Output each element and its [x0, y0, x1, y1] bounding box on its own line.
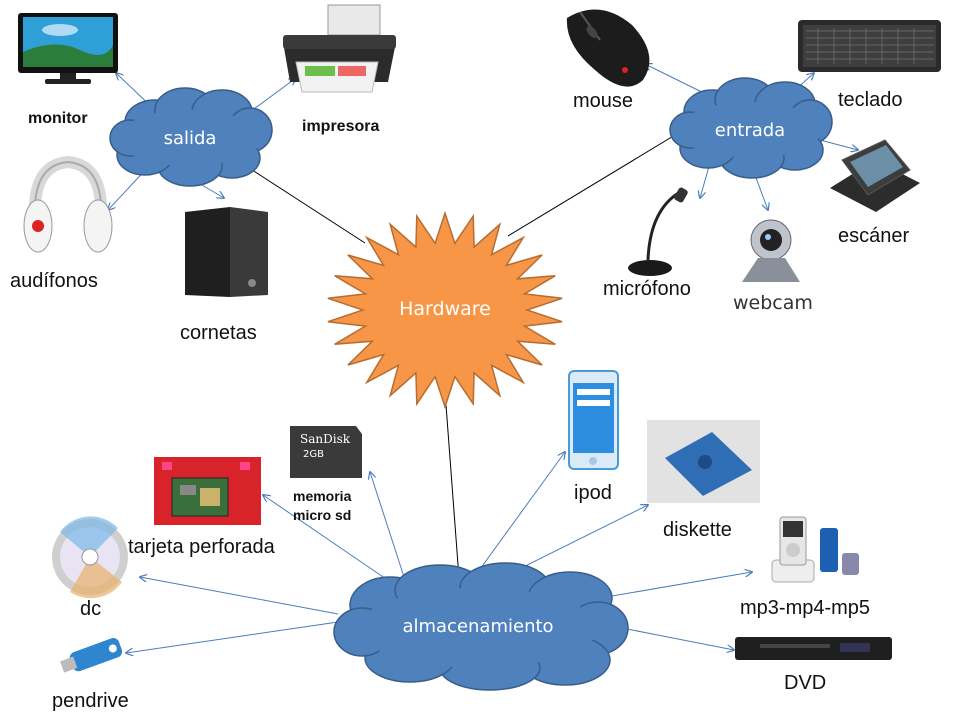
monitor-icon: [18, 13, 118, 84]
memoria-label-line1: memoria: [293, 488, 352, 504]
svg-text:2GB: 2GB: [303, 449, 324, 460]
microsd-icon: SanDisk 2GB: [290, 426, 362, 478]
diskette-label: diskette: [663, 519, 732, 541]
audifonos-label: audífonos: [10, 270, 98, 292]
mp3-player-icon: [771, 516, 859, 583]
arrow-hardware-salida: [246, 166, 366, 244]
punch-card-icon: [154, 457, 261, 525]
escaner-label: escáner: [838, 225, 910, 247]
arrow-almac-dc: [140, 577, 339, 615]
monitor-label: monitor: [28, 110, 88, 127]
microphone-icon: [628, 187, 688, 276]
diskette-icon: [647, 420, 760, 503]
headphones-icon: [23, 155, 113, 253]
webcam-label: webcam: [733, 292, 813, 314]
dvd-label: DVD: [784, 672, 827, 694]
arrow-entrada-microfono: [700, 162, 711, 198]
mouse-icon: [566, 9, 650, 87]
scanner-icon: [830, 139, 920, 212]
arrow-almac-mp3: [611, 572, 752, 597]
hardware-starburst: [327, 210, 563, 410]
speakers-icon: [185, 207, 268, 297]
mp3-label: mp3-mp4-mp5: [740, 597, 871, 619]
dc-label: dc: [80, 598, 102, 620]
usb-drive-icon: [60, 638, 123, 673]
impresora-label: impresora: [302, 118, 380, 135]
keyboard-icon: [798, 20, 941, 72]
ipod-icon: [568, 370, 619, 470]
cd-icon: [52, 516, 128, 599]
memoria-label-line2: micro sd: [293, 507, 352, 523]
arrow-almac-ipod: [474, 452, 565, 577]
pendrive-label: pendrive: [52, 690, 129, 712]
tarjeta-perforada-label: tarjeta perforada: [128, 536, 275, 558]
cornetas-label: cornetas: [180, 322, 257, 344]
ipod-label: ipod: [574, 482, 612, 504]
arrow-almac-memoria: [370, 472, 406, 581]
printer-icon: [283, 4, 396, 93]
arrow-almac-pendrive: [126, 621, 339, 653]
arrow-almac-tarjeta: [263, 495, 393, 584]
arrow-almac-dvd: [621, 627, 734, 650]
mouse-label: mouse: [573, 90, 634, 112]
cloud-entrada-core: [678, 102, 822, 158]
svg-text:SanDisk: SanDisk: [300, 432, 351, 446]
arrow-hardware-entrada: [507, 132, 680, 237]
arrow-hardware-almacenamiento: [445, 404, 459, 578]
almacenamiento-label: almacenamiento: [402, 616, 554, 637]
entrada-label: entrada: [714, 120, 786, 141]
arrow-entrada-escaner: [819, 139, 858, 150]
cloud-almacenamiento-core: [358, 588, 598, 668]
arrow-almac-diskette: [504, 505, 648, 577]
salida-label: salida: [163, 128, 217, 149]
cloud-salida-core: [118, 110, 262, 166]
webcam-icon: [742, 219, 800, 282]
dvd-player-icon: [735, 637, 892, 660]
teclado-label: teclado: [838, 89, 903, 111]
microfono-label: micrófono: [603, 278, 691, 300]
arrow-salida-impresora: [249, 78, 296, 113]
hardware-label: Hardware: [399, 298, 491, 320]
